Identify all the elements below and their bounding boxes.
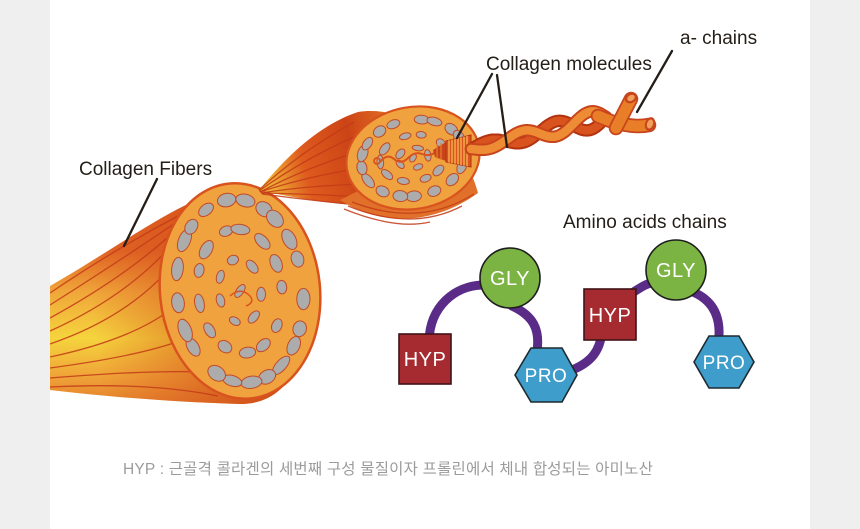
node-pro-1-label: PRO [525, 366, 568, 387]
node-gly-1-label: GLY [490, 268, 530, 290]
node-hyp-2-label: HYP [589, 305, 632, 327]
pointer-line-collagen-fibers [122, 177, 159, 248]
pointer-line-collagen-molecules-2 [495, 73, 509, 149]
amino-acid-nodes: HYP GLY PRO HYP GLY PRO [398, 239, 755, 403]
node-gly-2 [645, 239, 707, 301]
chain-connector [507, 301, 543, 356]
pointer-line-collagen-molecules-1 [455, 72, 494, 140]
chain-connector [688, 287, 724, 341]
banded-fibril-icon [433, 134, 472, 168]
alpha-chain-ends [590, 91, 657, 136]
node-pro-2 [693, 335, 755, 389]
chain-connector [424, 280, 487, 346]
pointer-line-a-chains [635, 49, 674, 114]
node-hyp-1-label: HYP [404, 349, 447, 371]
label-collagen-molecules: Collagen molecules [486, 54, 652, 75]
node-pro-1 [514, 347, 578, 403]
fibril-bundle-illustration [258, 105, 481, 225]
node-pro-2-label: PRO [703, 353, 746, 374]
fibril-cross-section [345, 105, 481, 211]
label-a-chains: a- chains [680, 28, 757, 49]
collagen-molecule-helix [464, 105, 613, 157]
label-collagen-fibers: Collagen Fibers [79, 159, 212, 180]
label-amino-acids-chains: Amino acids chains [563, 212, 727, 233]
node-hyp-1 [398, 333, 452, 385]
node-gly-2-label: GLY [656, 260, 696, 282]
node-gly-1 [479, 247, 541, 309]
left-frame-bar [0, 0, 50, 529]
right-frame-bar [810, 0, 860, 529]
node-hyp-2 [583, 288, 637, 341]
caption-text: HYP : 근골격 콜라겐의 세번째 구성 물질이자 프롤린에서 체내 합성되는… [123, 460, 653, 478]
collagen-fiber-illustration [49, 182, 322, 404]
